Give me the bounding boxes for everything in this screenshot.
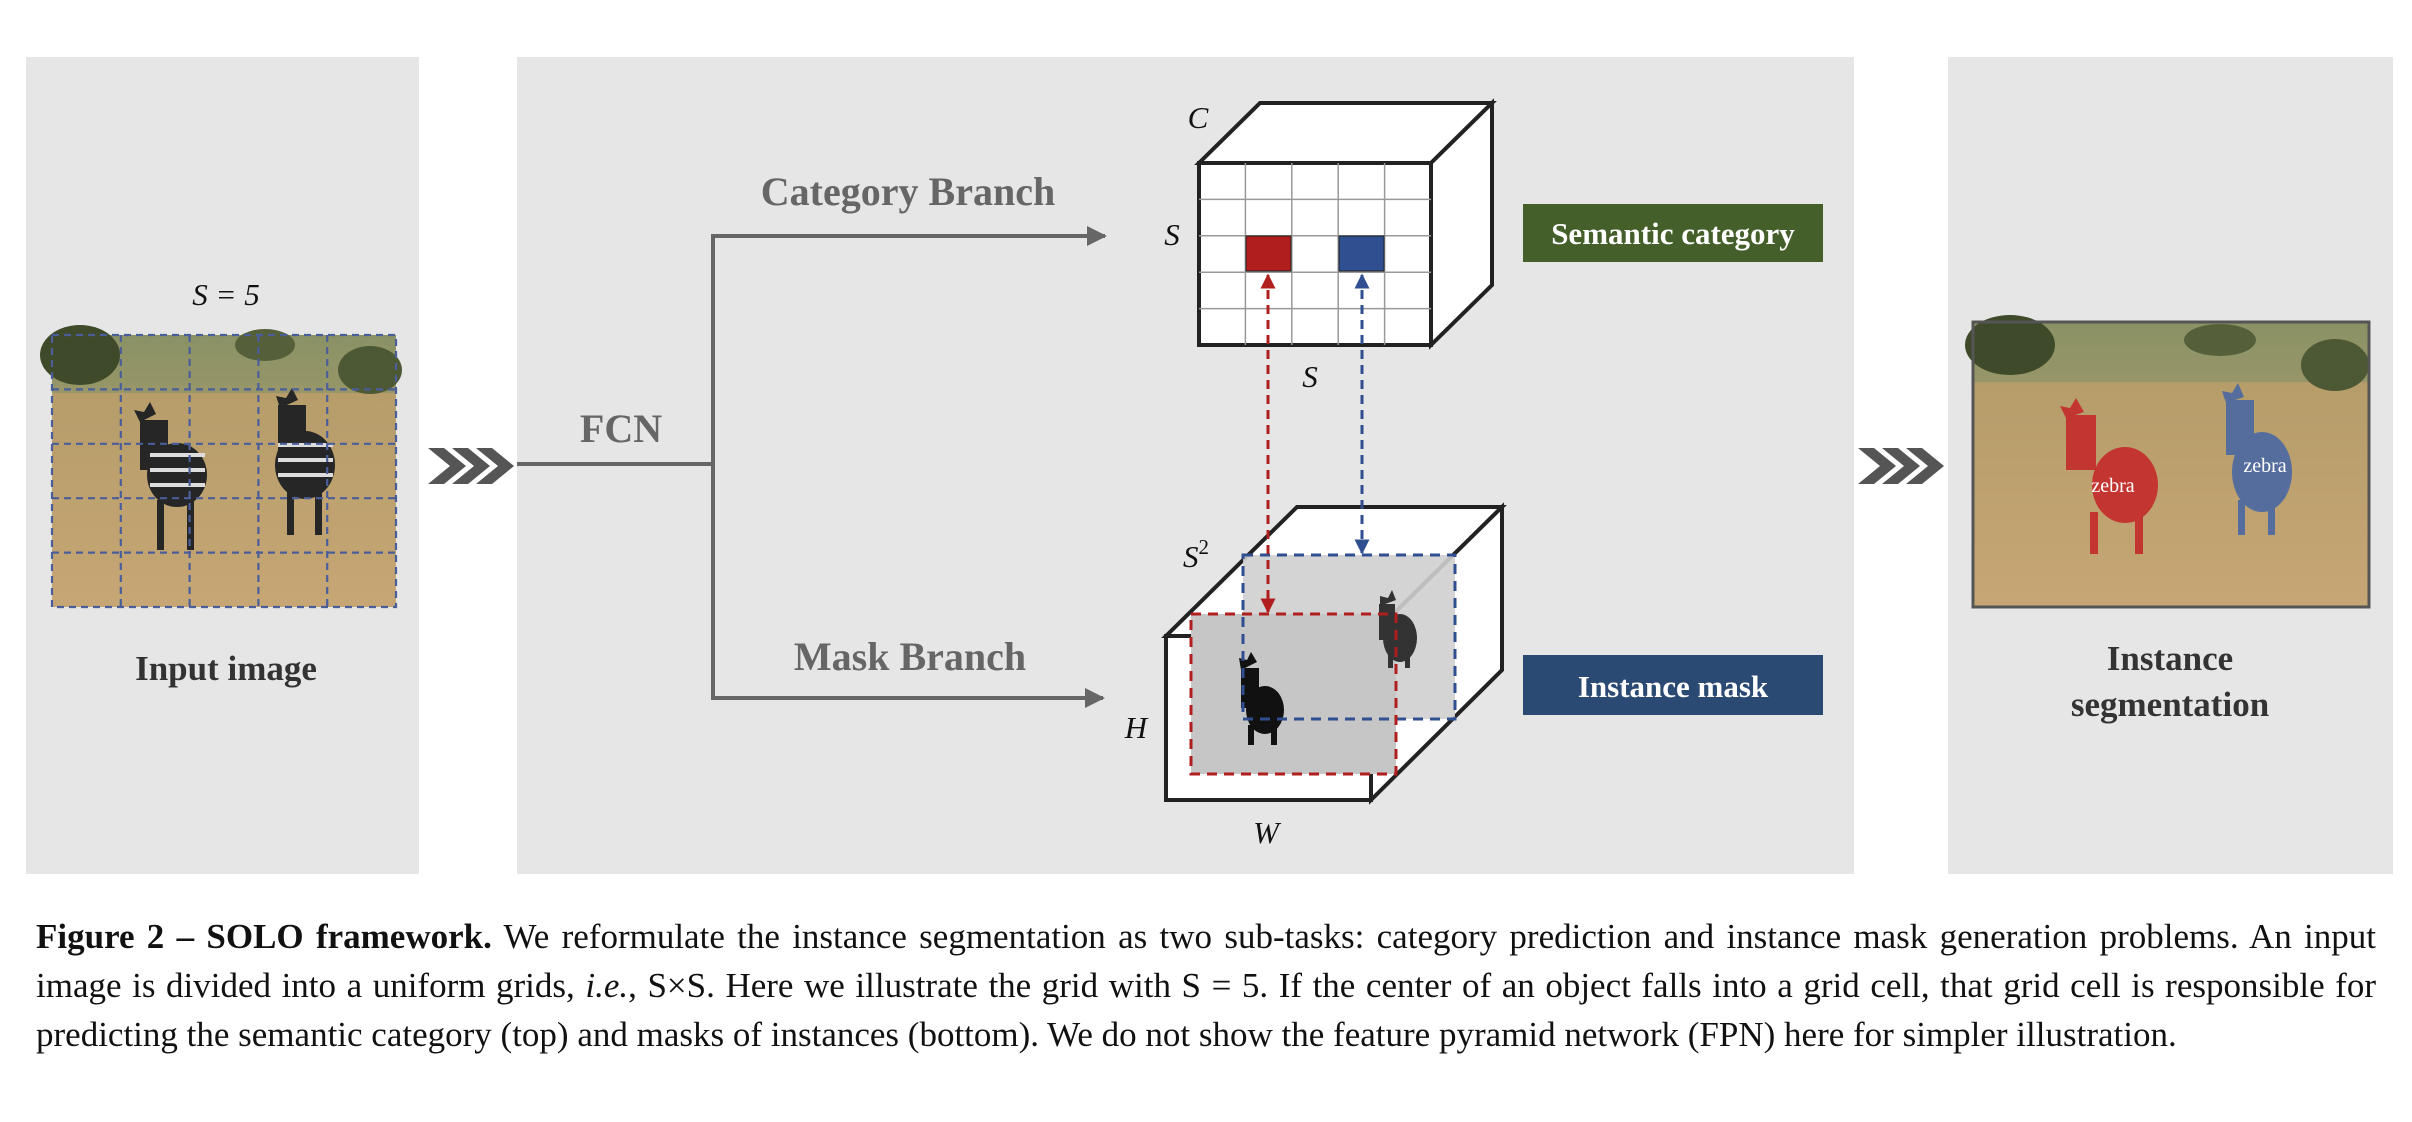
fcn-label: FCN (580, 406, 662, 451)
branch-lines (517, 226, 1107, 708)
zebra-silhouette-front (1239, 652, 1284, 745)
category-cell-blue (1338, 235, 1385, 272)
chevron-arrows-icon (428, 448, 514, 484)
category-branch-label: Category Branch (761, 169, 1055, 214)
zebra-right (275, 388, 335, 535)
caption-text-1: We reformulate the instance segmentation… (36, 917, 2377, 1005)
zebra-left (134, 402, 207, 550)
dim-w-label: W (1253, 815, 1282, 850)
segmentation-image: zebra zebra (1965, 315, 2371, 609)
dim-s-bottom-label: S (1302, 359, 1318, 394)
red-instance-mask (2060, 398, 2158, 554)
zebra-tag-right: zebra (2243, 455, 2286, 477)
caption-ie: i.e. (585, 966, 629, 1005)
dim-s2-label: S2 (1183, 535, 1209, 574)
dim-c-label: C (1188, 100, 1209, 135)
input-image (40, 325, 402, 609)
output-title-line2: segmentation (2071, 685, 2269, 724)
chevron-arrows-icon (1858, 448, 1944, 484)
input-grid (50, 333, 398, 609)
category-cube (1194, 98, 1497, 350)
semantic-category-box (1523, 204, 1823, 262)
grid-size-label: S = 5 (192, 277, 259, 312)
dim-s-left-label: S (1164, 217, 1180, 252)
blue-instance-mask (2222, 383, 2292, 535)
mask-cube (1161, 502, 1507, 805)
instance-mask-box (1523, 655, 1823, 715)
output-title-line1: Instance (2107, 639, 2233, 678)
figure-diagram: S = 5 (40, 98, 2371, 850)
category-cell-red (1245, 235, 1292, 272)
dim-h-label: H (1124, 710, 1149, 745)
instance-mask-label: Instance mask (1578, 669, 1769, 704)
zebra-tag-left: zebra (2091, 475, 2134, 497)
figure-caption: Figure 2 – SOLO framework. We reformulat… (36, 912, 2376, 1059)
mask-branch-label: Mask Branch (794, 634, 1026, 679)
input-image-title: Input image (135, 649, 317, 688)
semantic-category-label: Semantic category (1551, 216, 1795, 251)
caption-text-2: , S×S. Here we illustrate the grid with … (36, 966, 2376, 1054)
caption-figure-label: Figure 2 – SOLO framework. (36, 917, 492, 956)
